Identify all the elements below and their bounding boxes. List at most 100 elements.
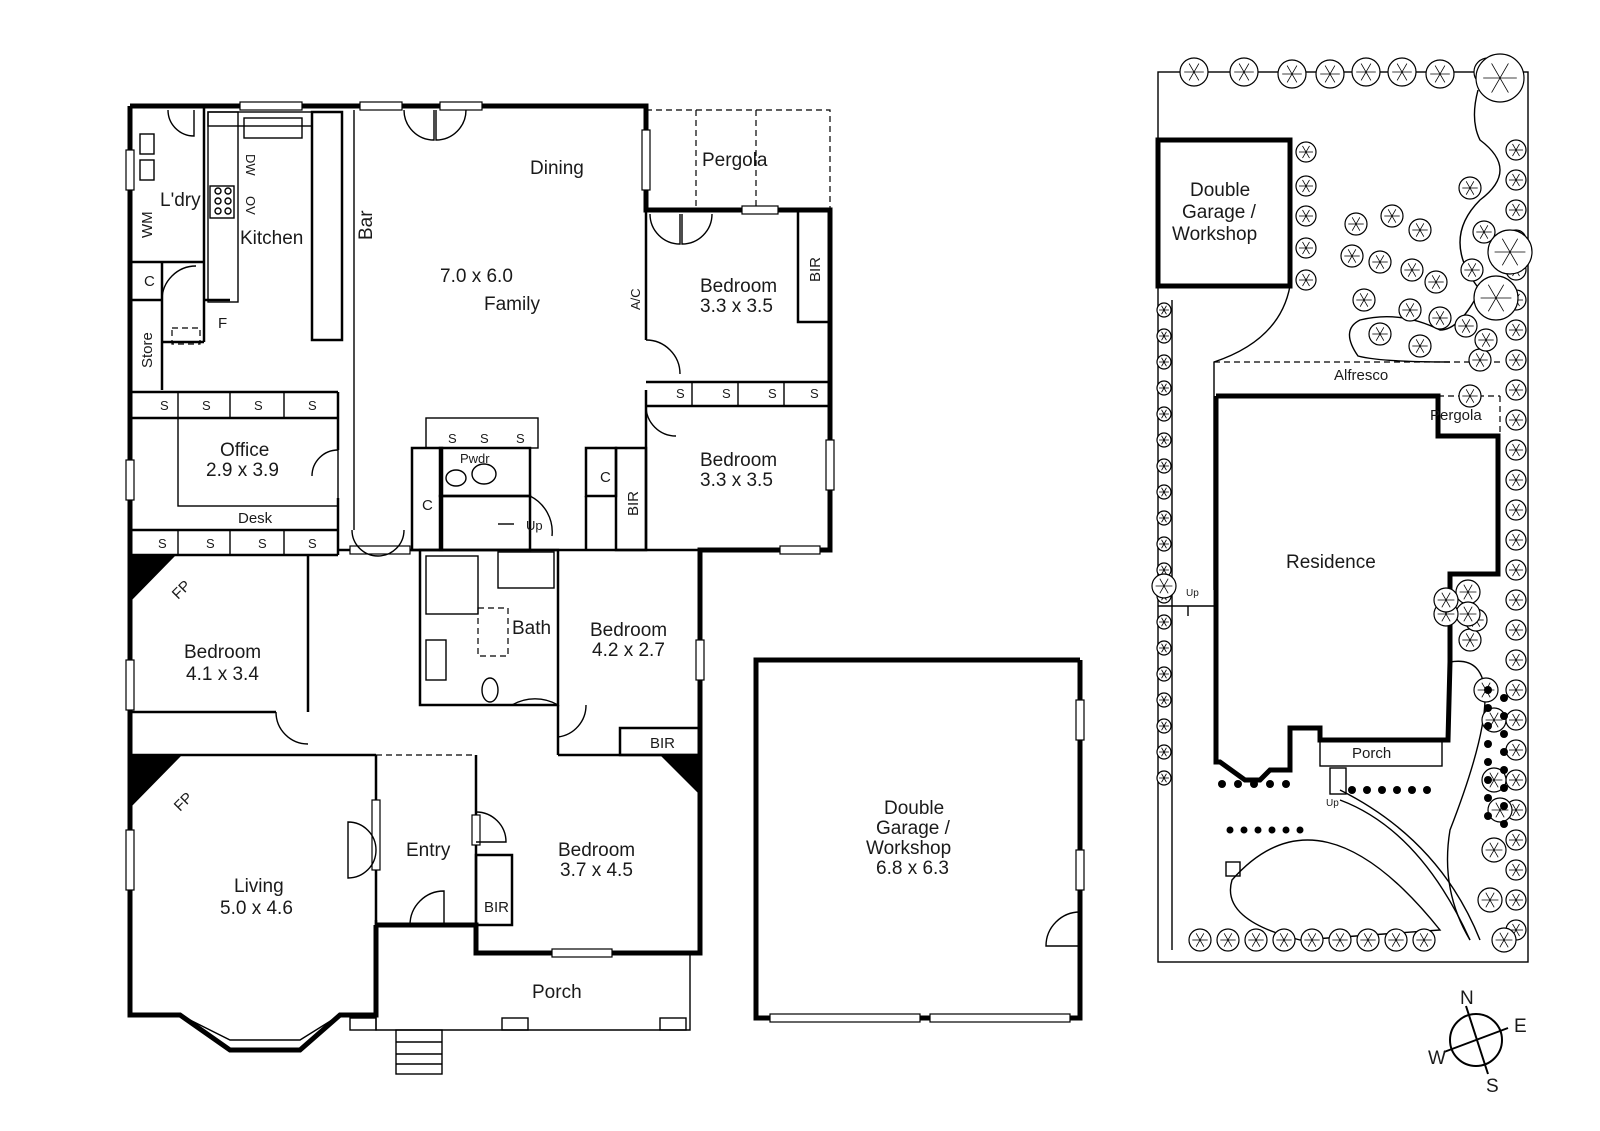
shelf-label-12: S [158,536,167,551]
shelf-label-7: S [768,386,777,401]
fridge-label: F [218,315,227,332]
shelf-label-1: S [160,398,169,413]
shrub-symbol [1484,722,1492,730]
shrub-symbol [1393,786,1401,794]
shrub-symbol [1484,812,1492,820]
bedroom-1-dimensions: 3.3 x 3.5 [700,296,773,317]
dining-label: Dining [530,158,584,179]
shrub-symbol [1378,786,1386,794]
pergola-label: Pergola [702,150,768,171]
shrub-symbol [1500,784,1508,792]
shrub-symbol [1484,776,1492,784]
garage-plan [753,657,1085,1023]
desk-label: Desk [238,510,273,527]
shelf-label-3: S [254,398,263,413]
compass-south: S [1486,1076,1499,1097]
garage-label-line-1: Double [884,798,944,819]
bath-label: Bath [512,618,551,639]
shrub-symbol [1500,748,1508,756]
bedroom-3-dimensions: 4.1 x 3.4 [186,664,259,685]
shrub-symbol [1423,786,1431,794]
bar-label: Bar [356,210,377,240]
garage-label-line-3: Workshop [866,838,951,859]
living-label: Living [234,876,284,897]
compass: N E S W [1428,988,1527,1097]
bedroom-3-label: Bedroom [184,642,261,663]
fireplace-label-1: FP [169,577,195,603]
bedroom-5-dimensions: 3.7 x 4.5 [560,860,633,881]
site-labels: Double Garage / Workshop Alfresco Pergol… [1172,180,1482,809]
cupboard-label-2: C [600,469,611,486]
shrub-symbol [1484,704,1492,712]
shelf-label-4: S [308,398,317,413]
porch-label: Porch [532,982,582,1003]
family-label: Family [484,294,540,315]
shrub-symbol [1500,766,1508,774]
shelf-label-8: S [810,386,819,401]
shelf-label-13: S [206,536,215,551]
shelf-label-15: S [308,536,317,551]
compass-circle [1449,1013,1503,1067]
site-trees [1151,53,1533,953]
shrub-symbol [1348,786,1356,794]
bedroom-1-label: Bedroom [700,276,777,297]
garage-labels: Double Garage / Workshop 6.8 x 6.3 [866,798,951,879]
office-label: Office [220,440,269,461]
store-label: Store [139,332,156,368]
compass-west: W [1428,1048,1446,1069]
entry-label: Entry [406,840,451,861]
office-dimensions: 2.9 x 3.9 [206,460,279,481]
shrub-symbol [1218,780,1226,788]
fireplace-label-2: FP [171,789,197,815]
site-up-label-2: Up [1326,798,1339,809]
compass-north: N [1460,988,1474,1009]
shrub-symbol [1500,712,1508,720]
shrub-symbol [1240,826,1248,834]
cupboard-label-3: C [422,497,433,514]
shelf-label-11: S [516,431,525,446]
bedroom-2-dimensions: 3.3 x 3.5 [700,470,773,491]
bir-label-3: BIR [650,735,675,752]
shrub-symbol [1484,758,1492,766]
shrub-symbol [1250,780,1258,788]
bedroom-2-label: Bedroom [700,450,777,471]
kitchen-label: Kitchen [240,228,303,249]
garage-label-line-2: Garage / [876,818,951,839]
house-plan [125,101,835,1075]
site-garage-label-line-2: Garage / [1182,202,1257,223]
ov-label: OV [243,196,258,215]
shrub-symbol [1363,786,1371,794]
shrub-symbol [1500,802,1508,810]
shelf-label-6: S [722,386,731,401]
site-garage-label-line-3: Workshop [1172,224,1257,245]
laundry-label: L'dry [160,190,201,211]
bir-label-4: BIR [484,899,509,916]
shrub-symbol [1282,780,1290,788]
shrub-symbol [1234,780,1242,788]
site-garage-label-line-1: Double [1190,180,1250,201]
site-pergola-label: Pergola [1430,407,1482,424]
compass-east: E [1514,1016,1527,1037]
shelf-label-5: S [676,386,685,401]
shrub-symbol [1226,826,1234,834]
powder-room-label: Pwdr [460,451,490,466]
bedroom-5-label: Bedroom [558,840,635,861]
up-label: Up [526,518,543,533]
shrub-symbol [1484,794,1492,802]
dw-label: DW [243,154,258,176]
shelf-label-2: S [202,398,211,413]
shelf-label-14: S [258,536,267,551]
alfresco-label: Alfresco [1334,367,1388,384]
site-porch-label: Porch [1352,745,1391,762]
shelf-label-9: S [448,431,457,446]
ac-label: A/C [628,288,643,310]
shrub-symbol [1254,826,1262,834]
residence-label: Residence [1286,552,1376,573]
bir-label-2: BIR [625,491,642,516]
shrub-symbol [1500,730,1508,738]
cupboard-label-1: C [144,273,155,290]
site-up-label-1: Up [1186,588,1199,599]
bedroom-4-dimensions: 4.2 x 2.7 [592,640,665,661]
wm-label: WM [139,211,156,238]
bedroom-4-label: Bedroom [590,620,667,641]
